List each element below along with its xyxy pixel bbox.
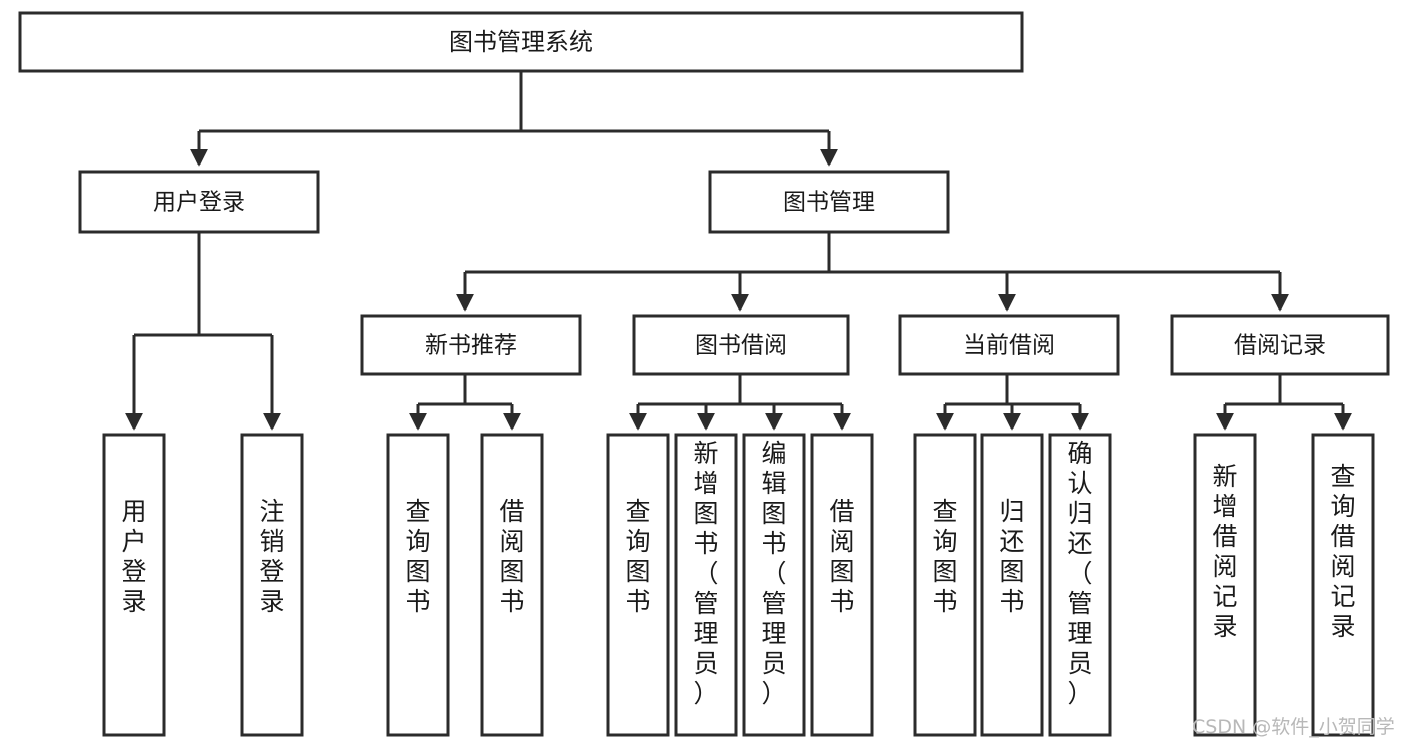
node-borrow-record[interactable]: 借阅记录	[1170, 314, 1390, 376]
node-user-logout-leaf[interactable]: 注销登录	[240, 433, 304, 737]
csdn-watermark: CSDN @软件_小贺同学	[1192, 716, 1395, 738]
node-bb-query-book-box[interactable]	[606, 433, 670, 737]
node-book-borrow-box[interactable]	[632, 314, 850, 376]
edge-group	[125, 71, 1352, 431]
node-bb-add-book-box[interactable]	[674, 433, 738, 737]
node-user-logout-leaf-box[interactable]	[240, 433, 304, 737]
node-bb-query-book[interactable]: 查询图书	[606, 433, 670, 737]
node-bb-add-book[interactable]: 新增图书（管理员）	[674, 433, 738, 737]
node-cb-return-book[interactable]: 归还图书	[980, 433, 1044, 737]
node-cb-query-book-label: 查询图书	[932, 497, 957, 616]
node-bb-edit-book-box[interactable]	[742, 433, 806, 737]
node-user-login-leaf-label: 用户登录	[121, 497, 146, 616]
node-root[interactable]: 图书管理系统	[18, 11, 1024, 73]
node-new-book-recommend[interactable]: 新书推荐	[360, 314, 582, 376]
node-bb-borrow-book[interactable]: 借阅图书	[810, 433, 874, 737]
node-user-login-leaf-box[interactable]	[102, 433, 166, 737]
node-br-add-record-box[interactable]	[1193, 433, 1257, 737]
node-cb-query-book-box[interactable]	[913, 433, 977, 737]
node-user-login[interactable]: 用户登录	[78, 170, 320, 234]
node-cb-confirm-return[interactable]: 确认归还（管理员）	[1048, 433, 1112, 737]
node-br-add-record-label: 新增借阅记录	[1212, 462, 1237, 641]
node-br-query-record-box[interactable]	[1311, 433, 1375, 737]
node-user-login-leaf[interactable]: 用户登录	[102, 433, 166, 737]
node-book-management[interactable]: 图书管理	[708, 170, 950, 234]
node-user-login-label: 用户登录	[153, 190, 245, 216]
node-user-logout-leaf-label: 注销登录	[259, 497, 284, 616]
node-bb-query-book-label: 查询图书	[625, 497, 650, 616]
node-borrow-record-box[interactable]	[1170, 314, 1390, 376]
node-cb-query-book[interactable]: 查询图书	[913, 433, 977, 737]
node-nbr-query-book-label: 查询图书	[405, 497, 430, 616]
node-cb-confirm-return-box[interactable]	[1048, 433, 1112, 737]
node-current-borrow-label: 当前借阅	[963, 333, 1055, 359]
node-cb-return-book-label: 归还图书	[999, 497, 1024, 616]
node-bb-add-book-label: 新增图书（管理员）	[693, 439, 718, 708]
node-bb-borrow-book-box[interactable]	[810, 433, 874, 737]
node-book-borrow-label: 图书借阅	[695, 333, 787, 359]
node-br-query-record[interactable]: 查询借阅记录	[1311, 433, 1375, 737]
node-new-book-recommend-box[interactable]	[360, 314, 582, 376]
node-nbr-borrow-book-label: 借阅图书	[499, 497, 524, 616]
node-root-box[interactable]	[18, 11, 1024, 73]
node-br-add-record[interactable]: 新增借阅记录	[1193, 433, 1257, 737]
node-current-borrow[interactable]: 当前借阅	[898, 314, 1120, 376]
node-book-management-box[interactable]	[708, 170, 950, 234]
node-cb-confirm-return-label: 确认归还（管理员）	[1067, 439, 1092, 708]
node-bb-edit-book-label: 编辑图书（管理员）	[761, 439, 786, 708]
node-root-label: 图书管理系统	[449, 28, 593, 56]
node-book-borrow[interactable]: 图书借阅	[632, 314, 850, 376]
node-user-login-box[interactable]	[78, 170, 320, 234]
node-new-book-recommend-label: 新书推荐	[425, 333, 517, 359]
node-bb-borrow-book-label: 借阅图书	[829, 497, 854, 616]
node-cb-return-book-box[interactable]	[980, 433, 1044, 737]
node-book-management-label: 图书管理	[783, 190, 875, 216]
node-bb-edit-book[interactable]: 编辑图书（管理员）	[742, 433, 806, 737]
node-borrow-record-label: 借阅记录	[1234, 333, 1326, 359]
node-nbr-borrow-book[interactable]: 借阅图书	[480, 433, 544, 737]
node-br-query-record-label: 查询借阅记录	[1330, 462, 1355, 641]
node-nbr-query-book-box[interactable]	[386, 433, 450, 737]
node-current-borrow-box[interactable]	[898, 314, 1120, 376]
node-nbr-borrow-book-box[interactable]	[480, 433, 544, 737]
node-nbr-query-book[interactable]: 查询图书	[386, 433, 450, 737]
